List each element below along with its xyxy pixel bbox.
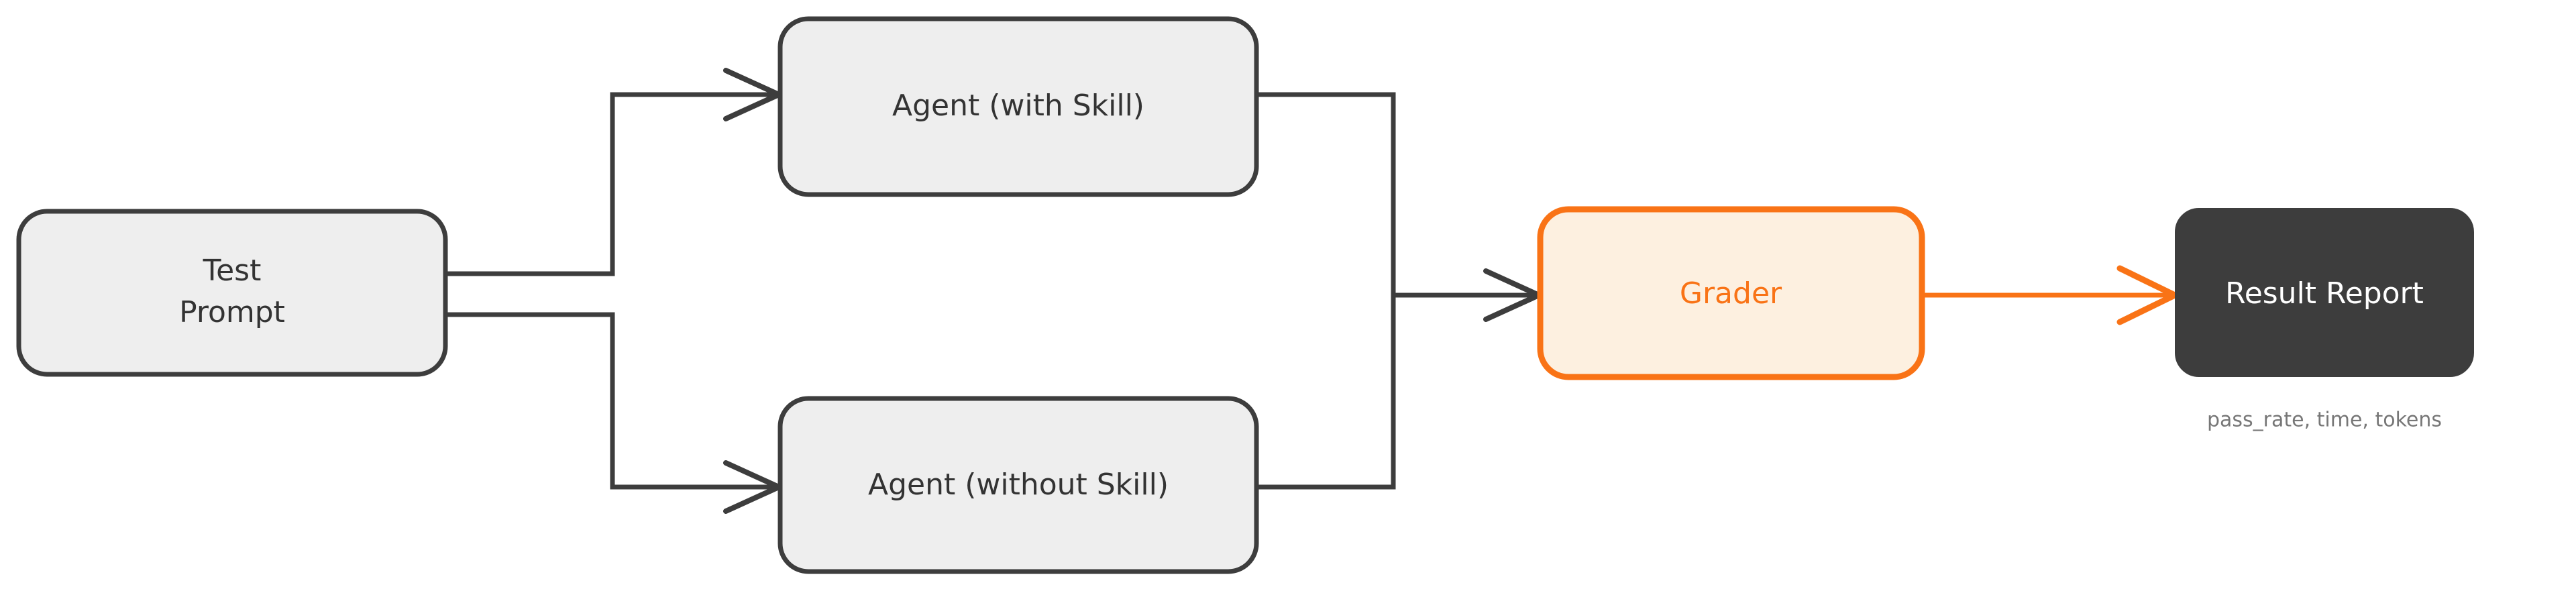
node-result-report[interactable]: Result Report	[2175, 208, 2474, 377]
node-shape[interactable]	[1537, 206, 1925, 380]
node-label-line-2: Prompt	[179, 295, 285, 329]
node-label: Grader	[1680, 276, 1782, 311]
edge-path	[1256, 295, 1396, 490]
node-test-prompt[interactable]: Test Prompt	[16, 209, 448, 377]
node-label: Agent (without Skill)	[868, 468, 1169, 502]
edge-prompt-to-agent-without-skill	[445, 312, 786, 514]
node-agent-without-skill[interactable]: Agent (without Skill)	[777, 396, 1259, 574]
edge-layer	[445, 68, 2182, 514]
node-grader[interactable]: Grader	[1537, 206, 1925, 380]
node-label: Agent (with Skill)	[892, 89, 1144, 123]
edge-agent-without-skill-to-grader	[1256, 295, 1396, 490]
node-shape[interactable]	[777, 396, 1259, 574]
node-label-line-1: Test	[203, 254, 262, 288]
node-label: Result Report	[2225, 276, 2424, 311]
edge-path	[445, 92, 780, 276]
node-shape[interactable]	[16, 209, 448, 377]
edge-path	[1256, 92, 1396, 295]
annotation-layer: pass_rate, time, tokens	[2207, 409, 2442, 432]
node-shape[interactable]	[777, 16, 1259, 197]
edge-agent-with-skill-to-grader	[1256, 92, 1396, 295]
edge-grader-to-result-report	[1922, 265, 2182, 325]
result-metrics-caption: pass_rate, time, tokens	[2207, 409, 2442, 432]
edge-prompt-to-agent-with-skill	[445, 68, 786, 276]
edge-path	[445, 312, 780, 490]
node-agent-with-skill[interactable]: Agent (with Skill)	[777, 16, 1259, 197]
node-layer: Test Prompt Agent (with Skill) Agent (wi…	[16, 16, 2474, 574]
edge-merge-to-grader	[1391, 268, 1546, 322]
node-shape[interactable]	[2175, 208, 2474, 377]
